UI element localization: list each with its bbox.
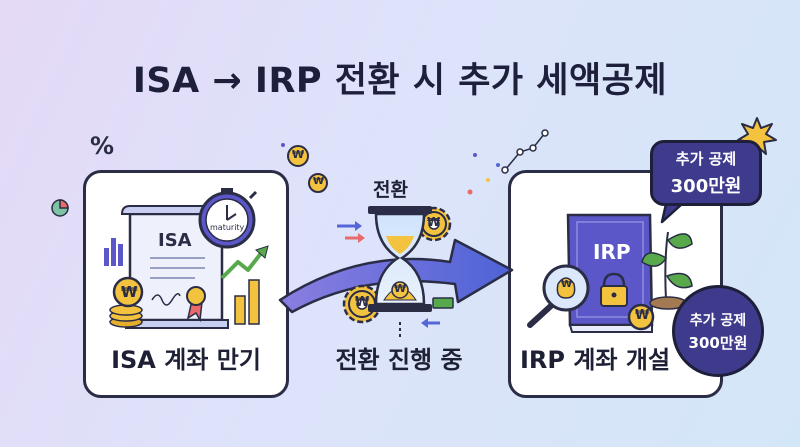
trend-line-icon [501, 129, 549, 174]
lock-icon [600, 272, 628, 307]
stopwatch-icon [198, 188, 258, 249]
isa-document-text: ISA [158, 230, 192, 251]
extra-deduction-circle: 추가 공제 300만원 [672, 285, 764, 377]
growth-arrow-icon [220, 245, 269, 280]
arrow-icon [337, 221, 365, 243]
magnifier-icon [527, 264, 590, 328]
cash-icon [421, 297, 454, 328]
page-title: ISA → IRP 전환 시 추가 세액공제 [132, 61, 668, 101]
won-icon: ₩ [427, 215, 441, 229]
bar-chart-icon [104, 238, 123, 266]
maturity-text: maturity [210, 223, 245, 232]
irp-card-label: IRP 계좌 개설 [520, 346, 671, 374]
hourglass-icon [368, 206, 432, 312]
convert-label: 전환 [373, 179, 408, 201]
won-icon: ₩ [635, 308, 650, 323]
bar-chart-icon [234, 279, 260, 325]
pie-chart-icon [51, 199, 69, 217]
coin-icon [308, 173, 328, 193]
won-icon: ₩ [561, 279, 573, 290]
circle-line-1: 추가 공제 [689, 312, 747, 329]
seal-icon [186, 286, 206, 323]
circle-line-2: 300만원 [688, 333, 748, 352]
extra-deduction-bubble: 추가 공제 300만원 [650, 140, 762, 206]
won-icon: ₩ [313, 176, 325, 187]
coin-icon [627, 303, 655, 331]
irp-book-text: IRP [593, 240, 631, 264]
won-icon: ₩ [355, 295, 370, 310]
isa-card-label: ISA 계좌 만기 [111, 346, 261, 374]
won-icon: ₩ [121, 283, 138, 301]
coin-icon [287, 145, 309, 167]
coin-stack-icon [109, 276, 144, 328]
won-icon: ₩ [394, 282, 407, 295]
bubble-line-1: 추가 공제 [675, 150, 737, 168]
converting-label: 전환 진행 중 [335, 346, 463, 374]
bubble-tail [660, 202, 684, 224]
bubble-line-2: 300만원 [670, 176, 742, 197]
percent-icon: % [90, 132, 115, 160]
won-icon: ₩ [292, 148, 305, 161]
